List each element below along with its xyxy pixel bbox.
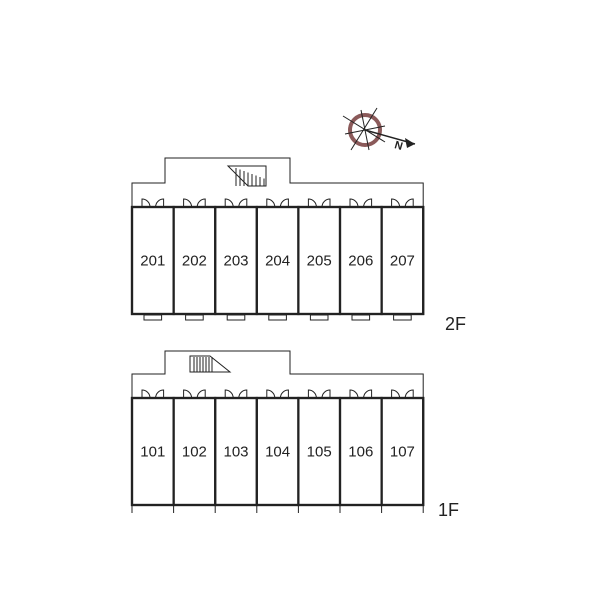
unit-label: 205 <box>307 253 332 270</box>
door-swing-icon <box>155 198 165 208</box>
unit-label: 206 <box>348 253 373 270</box>
door-swing-icon <box>238 198 248 208</box>
unit-203[interactable]: 203 <box>214 198 258 321</box>
unit-103[interactable]: 103 <box>214 389 258 513</box>
balcony-outline <box>185 314 204 321</box>
door-swing-icon <box>266 389 276 399</box>
door-swing-icon <box>404 389 414 399</box>
floor-frame <box>130 157 425 316</box>
unit-label: 202 <box>182 253 207 270</box>
door-swing-icon <box>196 198 206 208</box>
unit-207[interactable]: 207 <box>380 198 425 321</box>
door-swing-icon <box>266 198 276 208</box>
door-swing-icon <box>349 198 359 208</box>
door-swing-icon <box>307 389 317 399</box>
door-swing-icon <box>391 198 401 208</box>
corridor-outline <box>131 350 424 398</box>
unit-201[interactable]: 201 <box>130 198 175 321</box>
door-swing-icon <box>141 389 151 399</box>
unit-label: 203 <box>223 253 248 270</box>
unit-204[interactable]: 204 <box>255 198 300 321</box>
unit-101[interactable]: 101 <box>130 389 175 513</box>
unit-label: 204 <box>265 253 290 270</box>
stairs-icon <box>226 165 267 187</box>
compass-north-letter: N <box>393 139 404 153</box>
unit-label: 103 <box>223 444 248 461</box>
door-swing-icon <box>196 389 206 399</box>
floor-label-1f: 1F <box>438 500 459 520</box>
floor-label-2f: 2F <box>445 314 466 334</box>
floor-2f-plan: 201 202 203 204 205 206 207 2F <box>130 157 466 334</box>
unit-label: 207 <box>390 253 415 270</box>
door-swing-icon <box>321 389 331 399</box>
door-swing-icon <box>279 389 289 399</box>
door-swing-icon <box>155 389 165 399</box>
balcony-outline <box>226 314 246 321</box>
door-swing-icon <box>279 198 289 208</box>
unit-107[interactable]: 107 <box>380 389 425 513</box>
door-swing-icon <box>238 389 248 399</box>
door-swing-icon <box>404 198 414 208</box>
door-swing-icon <box>224 389 234 399</box>
unit-row: 201 202 203 204 205 206 207 <box>130 198 425 321</box>
balcony-outline <box>143 314 163 321</box>
door-swing-icon <box>183 198 193 208</box>
stairs-outline <box>189 355 232 373</box>
door-swing-icon <box>307 198 317 208</box>
corridor-outline <box>131 157 424 207</box>
unit-label: 104 <box>265 444 290 461</box>
stairs-outline <box>226 165 267 187</box>
door-swing-icon <box>363 389 373 399</box>
door-swing-icon <box>141 198 151 208</box>
balcony-outline <box>309 314 329 321</box>
unit-106[interactable]: 106 <box>338 389 383 513</box>
unit-205[interactable]: 205 <box>297 198 342 321</box>
unit-outline <box>380 205 425 316</box>
floor-1f-plan: 101 102 103 104 105 106 107 1F <box>130 350 459 520</box>
unit-102[interactable]: 102 <box>172 389 217 513</box>
unit-row: 101 102 103 104 105 106 107 <box>130 389 425 513</box>
floor-frame <box>130 350 425 507</box>
balcony-outline <box>268 314 287 321</box>
unit-label: 201 <box>140 253 165 270</box>
unit-206[interactable]: 206 <box>338 198 383 321</box>
door-swing-icon <box>224 198 234 208</box>
unit-label: 102 <box>182 444 207 461</box>
unit-202[interactable]: 202 <box>172 198 217 321</box>
balcony-outline <box>393 314 412 321</box>
door-swing-icon <box>183 389 193 399</box>
unit-label: 101 <box>140 444 165 461</box>
unit-105[interactable]: 105 <box>297 389 342 513</box>
unit-label: 106 <box>348 444 373 461</box>
balcony-outline <box>351 314 371 321</box>
door-swing-icon <box>349 389 359 399</box>
door-swing-icon <box>363 198 373 208</box>
stairs-icon <box>189 355 232 373</box>
unit-label: 107 <box>390 444 415 461</box>
unit-outline <box>380 396 425 507</box>
unit-104[interactable]: 104 <box>255 389 300 513</box>
compass-icon: N <box>342 107 416 153</box>
door-swing-icon <box>321 198 331 208</box>
unit-label: 105 <box>307 444 332 461</box>
door-swing-icon <box>391 389 401 399</box>
